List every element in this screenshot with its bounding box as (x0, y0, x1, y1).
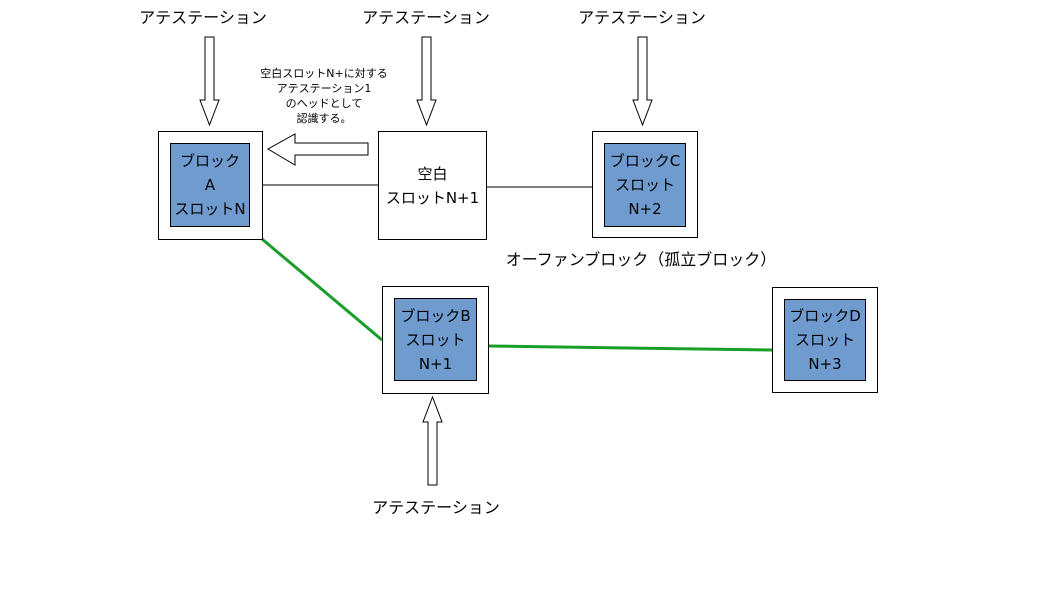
block-text: スロット (614, 176, 675, 194)
note-line: のヘッドとして (285, 97, 363, 110)
attestation-label: アテステーション (362, 8, 490, 27)
attestation-label: アテステーション (578, 8, 706, 27)
empty-slot: 空白 スロットN+1 (378, 131, 487, 240)
up-arrow-icon (422, 395, 443, 486)
block-text: スロット (794, 331, 855, 349)
chain-link-a-b (261, 237, 383, 342)
block-text: N+1 (418, 354, 453, 373)
block-text: N+2 (628, 200, 662, 218)
block-a: ブロック A スロットN (170, 143, 250, 227)
block-text: 空白 (417, 164, 448, 183)
attestation-label: アテステーション (139, 8, 267, 27)
note-line: 認識する。 (296, 112, 352, 125)
note-line: 空白スロットN+に対する (260, 67, 388, 80)
block-b: ブロックB スロット N+1 (394, 298, 477, 381)
block-text: ブロックC (609, 152, 681, 170)
attestation-label: アテステーション (372, 498, 500, 517)
block-text: ブロックD (789, 307, 861, 325)
block-text: N+3 (808, 355, 842, 373)
left-arrow-icon (266, 133, 369, 166)
block-text: スロット (405, 330, 466, 349)
chain-link-b-d (487, 344, 773, 352)
down-arrow-icon (199, 36, 220, 127)
block-text: A (204, 176, 216, 194)
down-arrow-icon (416, 36, 437, 127)
block-d: ブロックD スロット N+3 (784, 299, 866, 381)
orphan-block-label: オーファンブロック（孤立ブロック） (505, 250, 777, 269)
block-text: スロットN+1 (385, 188, 480, 207)
block-text: スロットN (174, 200, 246, 218)
note-line: アテステーション1 (276, 82, 372, 95)
block-c: ブロックC スロット N+2 (604, 143, 686, 227)
block-text: ブロックB (400, 306, 471, 325)
block-text: ブロック (179, 152, 240, 170)
down-arrow-icon (632, 36, 653, 127)
annotation-note: 空白スロットN+に対する アテステーション1 のヘッドとして 認識する。 (260, 66, 387, 126)
